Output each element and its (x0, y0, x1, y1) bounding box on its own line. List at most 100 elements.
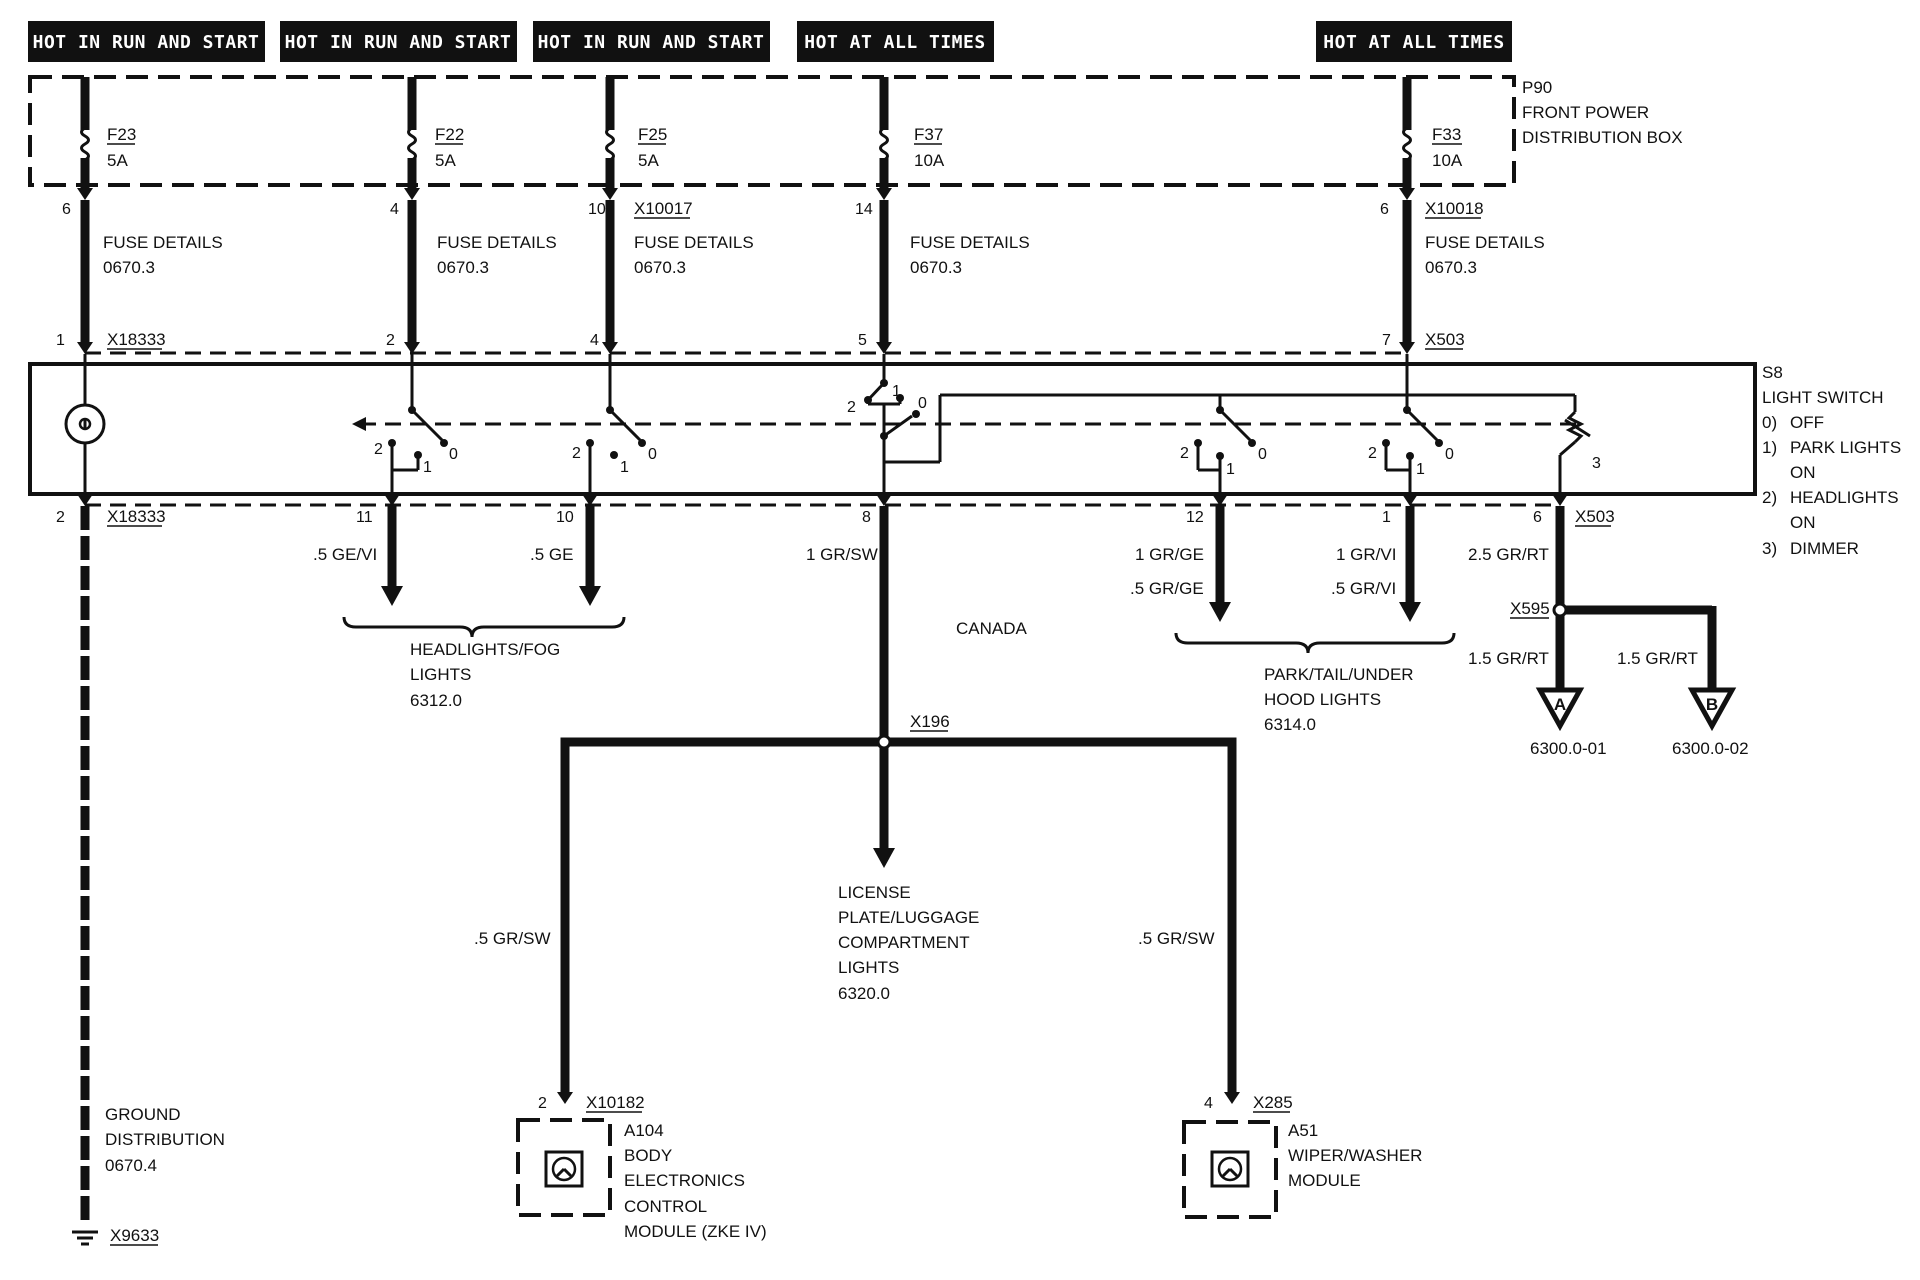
wire-label-gr-vi-1: 1 GR/VI (1336, 545, 1396, 564)
offpage-arrow-b-icon (1687, 687, 1737, 732)
fuse-f23-icon (80, 126, 90, 162)
a104-connector-icon (557, 1092, 573, 1104)
a104-pin: 2 (538, 1095, 547, 1112)
fuse-details-label-3: FUSE DETAILS (634, 233, 754, 252)
fuse-details-ref-1: 0670.3 (103, 258, 155, 277)
power-label-box-5 (1316, 21, 1512, 62)
a104-id: A104 (624, 1121, 664, 1140)
fuse-f22-icon (407, 126, 417, 162)
license-label-ref: 6320.0 (838, 984, 890, 1003)
wire-label-gr-vi-05: .5 GR/VI (1331, 579, 1396, 598)
switch-out-pin-12: 12 (1186, 509, 1204, 526)
fuse-id-f22: F22 (435, 125, 464, 144)
sw3-contact-1: 1 (892, 383, 901, 400)
sw4-contact-2: 2 (1180, 445, 1189, 462)
arrow-license-icon (873, 848, 895, 868)
fuse-id-f37: F37 (914, 125, 943, 144)
a104-line4: MODULE (ZKE IV) (624, 1222, 767, 1241)
connector-x10018: X10018 (1425, 199, 1484, 218)
splice-x595-label: X595 (1510, 599, 1550, 618)
a104-line3: CONTROL (624, 1197, 707, 1216)
a104-line1: BODY (624, 1146, 672, 1165)
feed-wires (80, 200, 1412, 342)
a51-line2: MODULE (1288, 1171, 1361, 1190)
a104-connector: X10182 (586, 1093, 645, 1112)
s8-id: S8 (1762, 363, 1783, 382)
s8-pos-0-num: 0) (1762, 413, 1777, 432)
fuse-out-pin-4: 14 (855, 201, 873, 218)
ground-symbol-icon (72, 1230, 98, 1246)
a104-line2: ELECTRONICS (624, 1171, 745, 1190)
headlights-label-line1: HEADLIGHTS/FOG (410, 640, 560, 659)
p90-id: P90 (1522, 78, 1552, 97)
switch-in-pin-5: 7 (1382, 332, 1391, 349)
fuse-out-pin-2: 4 (390, 201, 399, 218)
sw2-contact-2: 2 (572, 445, 581, 462)
headlights-label-line2: LIGHTS (410, 665, 471, 684)
fuse-details-label-4: FUSE DETAILS (910, 233, 1030, 252)
arrow-park-1-icon (1209, 602, 1231, 622)
sw1-contact-0: 0 (449, 446, 458, 463)
offpage-arrow-a-letter: A (1554, 695, 1566, 714)
s8-title: LIGHT SWITCH (1762, 388, 1884, 407)
linkage-arrow-icon (352, 417, 366, 431)
s8-pos-2-num: 2) (1762, 488, 1777, 507)
a51-id: A51 (1288, 1121, 1318, 1140)
sw4-contact-0: 0 (1258, 446, 1267, 463)
sw2-contact-0: 0 (648, 446, 657, 463)
a51-connector-icon (1224, 1092, 1240, 1104)
fuse-wires (80, 77, 1412, 188)
power-label-1: HOT IN RUN AND START (33, 32, 260, 53)
fuse-details-label-5: FUSE DETAILS (1425, 233, 1545, 252)
connector-x503-bottom: X503 (1575, 507, 1615, 526)
sw2-contact-1: 1 (620, 459, 629, 476)
fuse-out-pin-3: 10 (588, 201, 606, 218)
wire-label-gr-rt-15-a: 1.5 GR/RT (1468, 649, 1549, 668)
arrow-headlights-1-icon (381, 586, 403, 606)
switch-in-pin-3: 4 (590, 332, 599, 349)
park-label-line2: HOOD LIGHTS (1264, 690, 1381, 709)
a51-connector: X285 (1253, 1093, 1293, 1112)
sw3-contact-2: 2 (847, 399, 856, 416)
sw5-contact-0: 0 (1445, 446, 1454, 463)
power-label-3: HOT IN RUN AND START (538, 32, 765, 53)
sw1-contact-1: 1 (423, 459, 432, 476)
switch-out-pin-6: 6 (1533, 509, 1542, 526)
park-label-line1: PARK/TAIL/UNDER (1264, 665, 1414, 684)
fuse-details-ref-2: 0670.3 (437, 258, 489, 277)
switch-out-pin-11: 11 (356, 509, 373, 526)
splice-x196-label: X196 (910, 712, 950, 731)
dimmer-contact-3: 3 (1592, 455, 1601, 472)
fuse-id-f33: F33 (1432, 125, 1461, 144)
fuse-rating-f33: 10A (1432, 151, 1463, 170)
s8-pos-3-label: DIMMER (1790, 539, 1859, 558)
wire-label-gr-sw-05-b: .5 GR/SW (1138, 929, 1215, 948)
s8-pos-2-label: HEADLIGHTS (1790, 488, 1899, 507)
connector-x18333-bottom: X18333 (107, 507, 166, 526)
ground-label-line1: GROUND (105, 1105, 181, 1124)
connector-x18333-top: X18333 (107, 330, 166, 349)
fuse-out-pin-1: 6 (62, 201, 71, 218)
offpage-arrow-b-letter: B (1706, 695, 1718, 714)
fuse-symbols (80, 126, 1412, 162)
switch-out-pin-8: 8 (862, 509, 871, 526)
switch-internals: 2 1 0 2 1 0 2 1 0 (64, 354, 1601, 494)
headlights-brace (342, 616, 626, 638)
sw4-contact-1: 1 (1226, 461, 1235, 478)
fuse-rating-f37: 10A (914, 151, 945, 170)
s8-pos-2-label2: ON (1790, 513, 1816, 532)
a51-module-box (1182, 1120, 1278, 1219)
ground-connector: X9633 (110, 1226, 159, 1245)
park-label-ref: 6314.0 (1264, 715, 1316, 734)
s8-light-switch-box (28, 362, 1757, 496)
power-label-5: HOT AT ALL TIMES (1323, 32, 1504, 53)
fuse-labels: F23 5A F22 5A F25 5A F37 10A F33 10A (107, 125, 1463, 170)
ground-label-line2: DISTRIBUTION (105, 1130, 225, 1149)
canada-label: CANADA (956, 619, 1028, 638)
s8-pos-1-num: 1) (1762, 438, 1777, 457)
connector-x10017: X10017 (634, 199, 693, 218)
offpage-arrow-b-ref: 6300.0-02 (1672, 739, 1749, 758)
switch-out-connectors (77, 494, 1568, 506)
power-label-2: HOT IN RUN AND START (285, 32, 512, 53)
